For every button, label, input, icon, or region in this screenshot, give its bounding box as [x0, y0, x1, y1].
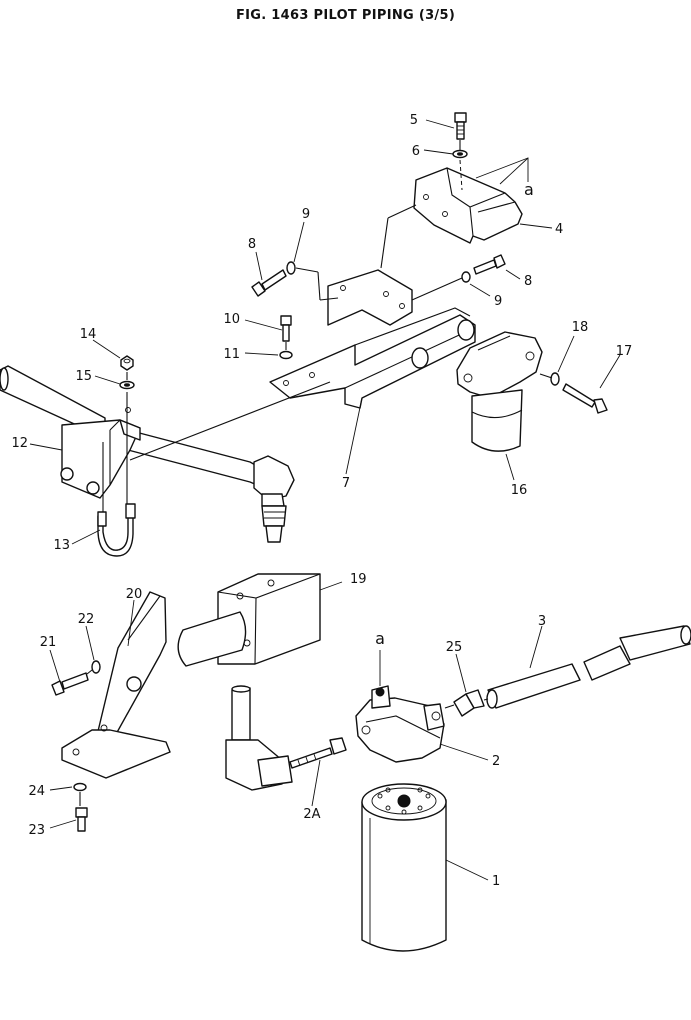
part-2A-bolt — [289, 737, 347, 769]
callout-20: 20 — [126, 587, 143, 602]
callout-4: 4 — [555, 222, 563, 237]
callout-22: 22 — [78, 612, 95, 627]
callout-6: 6 — [412, 144, 420, 159]
figure-title: FIG. 1463 PILOT PIPING (3/5) — [235, 8, 456, 23]
callout-a-bottom: a — [375, 629, 385, 648]
part-18-washer — [550, 372, 560, 386]
callout-25: 25 — [446, 640, 463, 655]
part-1-filter-element — [361, 783, 447, 952]
callout-7: 7 — [342, 476, 350, 491]
callout-24: 24 — [28, 784, 45, 799]
part-14-nut — [120, 355, 134, 371]
part-8-bolt-right — [473, 254, 506, 275]
callout-a-top: a — [524, 180, 534, 199]
part-10-bolt — [280, 315, 292, 342]
part-20-lower-bracket — [61, 591, 171, 779]
leader-lines — [29, 119, 621, 881]
callout-3: 3 — [538, 614, 546, 629]
callout-labels: 5 6 a 4 9 8 8 9 10 11 14 15 12 13 7 18 1… — [11, 113, 632, 889]
part-17-bolt — [562, 383, 608, 414]
part-3-hose — [486, 625, 691, 709]
elbow-fitting — [253, 455, 295, 543]
part-12-clamp — [60, 407, 141, 499]
callout-18: 18 — [572, 320, 589, 335]
part-19-valve-block — [177, 573, 321, 667]
callout-16: 16 — [511, 483, 528, 498]
callout-8-right: 8 — [524, 274, 532, 289]
part-8-bolt-left — [251, 269, 287, 297]
part-25-connector — [453, 689, 485, 717]
part-11-washer — [279, 350, 293, 360]
part-13-u-bolt — [97, 503, 136, 557]
callout-23: 23 — [28, 823, 45, 838]
callout-8-left: 8 — [248, 237, 256, 252]
part-4-bracket — [413, 159, 523, 244]
part-9-washer-right — [461, 271, 471, 283]
callout-11: 11 — [223, 347, 240, 362]
part-21-bolt — [51, 672, 89, 696]
callout-10: 10 — [223, 312, 240, 327]
part-15-washer — [119, 380, 135, 390]
hose-elbow-lower — [225, 685, 293, 791]
callout-2A: 2A — [303, 807, 320, 822]
part-6-washer — [452, 149, 468, 159]
part-22-washer — [91, 660, 101, 674]
callout-17: 17 — [616, 344, 633, 359]
part-24-washer — [73, 782, 87, 792]
part-23-bolt — [75, 807, 88, 832]
callout-5: 5 — [410, 113, 418, 128]
callout-12: 12 — [11, 436, 28, 451]
callout-19: 19 — [350, 572, 367, 587]
callout-9-left: 9 — [302, 207, 310, 222]
part-16-pilot-filter — [456, 331, 543, 452]
part-7-mounting-bracket — [269, 269, 476, 409]
callout-1: 1 — [492, 874, 500, 889]
callout-9-right: 9 — [494, 294, 502, 309]
assembly-lines — [79, 140, 553, 806]
part-9-washer-left — [286, 261, 296, 275]
callout-15: 15 — [75, 369, 92, 384]
callout-2: 2 — [492, 754, 500, 769]
callout-13: 13 — [53, 538, 70, 553]
callout-14: 14 — [80, 327, 97, 342]
callout-21: 21 — [40, 635, 57, 650]
part-5-bolt — [454, 112, 467, 140]
part-2-filter-head — [355, 685, 445, 763]
